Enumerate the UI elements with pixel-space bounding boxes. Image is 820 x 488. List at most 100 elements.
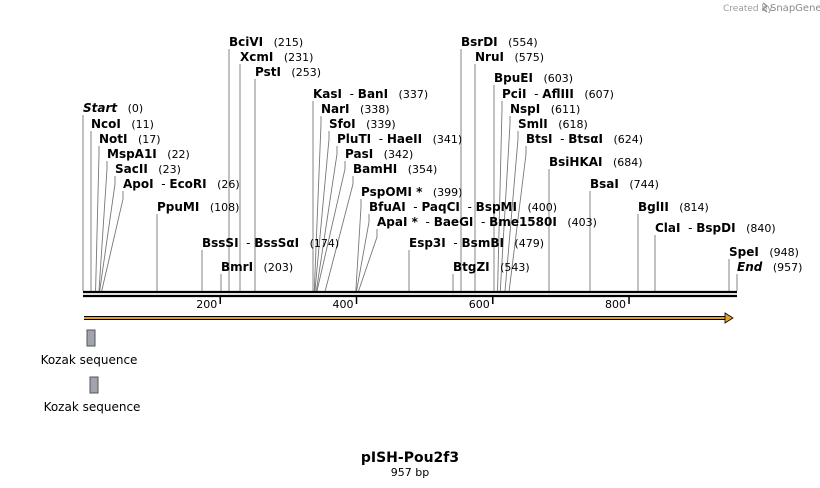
enzyme-position: (338): [350, 103, 390, 116]
enzyme-name: BsrDI: [461, 35, 498, 49]
enzyme-site-label[interactable]: PpuMI (108): [157, 200, 239, 214]
enzyme-site-label[interactable]: NcoI (11): [91, 117, 154, 131]
enzyme-site-label[interactable]: BciVI (215): [229, 35, 303, 49]
map-length: 957 bp: [391, 466, 429, 479]
enzyme-name: PciI: [502, 87, 527, 101]
enzyme-site-label[interactable]: BglII (814): [638, 200, 709, 214]
enzyme-position: (814): [669, 201, 709, 214]
enzyme-separator: -: [154, 177, 170, 191]
enzyme-site-label[interactable]: KasI - BanI (337): [313, 87, 428, 101]
site-connector: [508, 146, 527, 292]
enzyme-site-label[interactable]: End (957): [737, 260, 802, 274]
enzyme-site-label[interactable]: NotI (17): [99, 132, 161, 146]
enzyme-site-label[interactable]: Esp3I - BsmBI (479): [409, 236, 544, 250]
enzyme-separator: -: [553, 132, 569, 146]
enzyme-position: (0): [117, 102, 143, 115]
snapgene-logo-icon: [761, 2, 769, 13]
enzyme-name: BspMI: [476, 200, 517, 214]
enzyme-position: (231): [273, 51, 313, 64]
enzyme-separator: -: [406, 200, 422, 214]
enzyme-name: BtgZI: [453, 260, 490, 274]
enzyme-position: (684): [603, 156, 643, 169]
enzyme-site-label[interactable]: BsiHKAI (684): [549, 155, 643, 169]
enzyme-name: Start: [83, 101, 118, 115]
enzyme-name: BaeGI: [434, 215, 474, 229]
enzyme-separator: -: [239, 236, 255, 250]
enzyme-position: (607): [574, 88, 614, 101]
enzyme-site-label[interactable]: BfuAI - PaqCI - BspMI (400): [369, 200, 557, 214]
orf-arrow: [84, 312, 734, 324]
enzyme-site-label[interactable]: BamHI (354): [353, 162, 437, 176]
enzyme-name: SacII: [115, 162, 148, 176]
enzyme-position: (341): [422, 133, 462, 146]
enzyme-site-label[interactable]: SpeI (948): [729, 245, 799, 259]
site-connector: [315, 146, 338, 292]
enzyme-separator: -: [527, 87, 543, 101]
enzyme-site-label[interactable]: PluTI - HaeII (341): [337, 132, 462, 146]
enzyme-site-label[interactable]: PasI (342): [345, 147, 413, 161]
enzyme-site-label[interactable]: BpuEI (603): [494, 71, 573, 85]
enzyme-position: (203): [253, 261, 293, 274]
feature-label: Kozak sequence: [41, 353, 138, 367]
enzyme-name: BsiHKAI: [549, 155, 603, 169]
enzyme-site-label[interactable]: NspI (611): [510, 102, 580, 116]
ruler-tick-label: 200: [196, 298, 217, 311]
enzyme-site-label[interactable]: SfoI (339): [329, 117, 396, 131]
ruler-tick-label: 600: [469, 298, 490, 311]
site-connector: [101, 191, 124, 292]
enzyme-name: NspI: [510, 102, 540, 116]
enzyme-site-label[interactable]: PciI - AflIII (607): [502, 87, 614, 101]
enzyme-site-label[interactable]: NarI (338): [321, 102, 390, 116]
feature-kozak-1[interactable]: Kozak sequence: [41, 329, 138, 367]
enzyme-name: EcoRI: [169, 177, 206, 191]
site-connector: [504, 131, 519, 292]
enzyme-site-label[interactable]: Start (0): [83, 101, 143, 115]
enzyme-name: End: [737, 260, 763, 274]
enzyme-site-label[interactable]: BssSI - BssSαI (174): [202, 236, 339, 250]
enzyme-site-label[interactable]: ApoI - EcoRI (26): [123, 177, 240, 191]
site-connector: [313, 116, 322, 292]
enzyme-site-label[interactable]: MspA1I (22): [107, 147, 190, 161]
enzyme-name: PaqCI: [421, 200, 459, 214]
enzyme-site-label[interactable]: BtsI - BtsαI (624): [526, 132, 643, 146]
enzyme-site-label[interactable]: SmlI (618): [518, 117, 588, 131]
enzyme-site-label[interactable]: BsrDI (554): [461, 35, 538, 49]
feature-kozak-2[interactable]: Kozak sequence: [44, 376, 141, 414]
enzyme-name: NcoI: [91, 117, 121, 131]
site-connector: [324, 176, 354, 292]
enzyme-position: (11): [121, 118, 154, 131]
enzyme-name: BtsαI: [568, 132, 603, 146]
enzyme-separator: -: [371, 132, 387, 146]
enzyme-position: (575): [504, 51, 544, 64]
enzyme-position: (603): [533, 72, 573, 85]
enzyme-position: (611): [540, 103, 580, 116]
enzyme-name: PpuMI: [157, 200, 199, 214]
enzyme-site-label[interactable]: BtgZI (543): [453, 260, 530, 274]
enzyme-site-label[interactable]: ApaI * - BaeGI - Bme1580I (403): [377, 215, 597, 229]
enzyme-separator: -: [473, 215, 489, 229]
enzyme-site-label[interactable]: PspOMI * (399): [361, 185, 462, 199]
enzyme-name: BpuEI: [494, 71, 533, 85]
enzyme-name: SfoI: [329, 117, 356, 131]
enzyme-site-label[interactable]: SacII (23): [115, 162, 181, 176]
ruler-tick-label: 400: [333, 298, 354, 311]
feature-label: Kozak sequence: [44, 400, 141, 414]
site-connector: [355, 199, 362, 292]
enzyme-position: (543): [490, 261, 530, 274]
enzyme-separator: -: [460, 200, 476, 214]
enzyme-site-label[interactable]: BmrI (203): [221, 260, 293, 274]
enzyme-name: SpeI: [729, 245, 759, 259]
enzyme-site-label[interactable]: PstI (253): [255, 65, 321, 79]
site-connector: [358, 229, 378, 292]
enzyme-site-label[interactable]: ClaI - BspDI (840): [655, 221, 776, 235]
enzyme-position: (253): [281, 66, 321, 79]
enzyme-name: BspDI: [696, 221, 735, 235]
site-connector: [314, 131, 330, 292]
enzyme-site-label[interactable]: XcmI (231): [240, 50, 313, 64]
enzyme-position: (22): [157, 148, 190, 161]
enzyme-site-label[interactable]: BsaI (744): [590, 177, 659, 191]
enzyme-position: (479): [504, 237, 544, 250]
enzyme-site-label[interactable]: NruI (575): [475, 50, 544, 64]
